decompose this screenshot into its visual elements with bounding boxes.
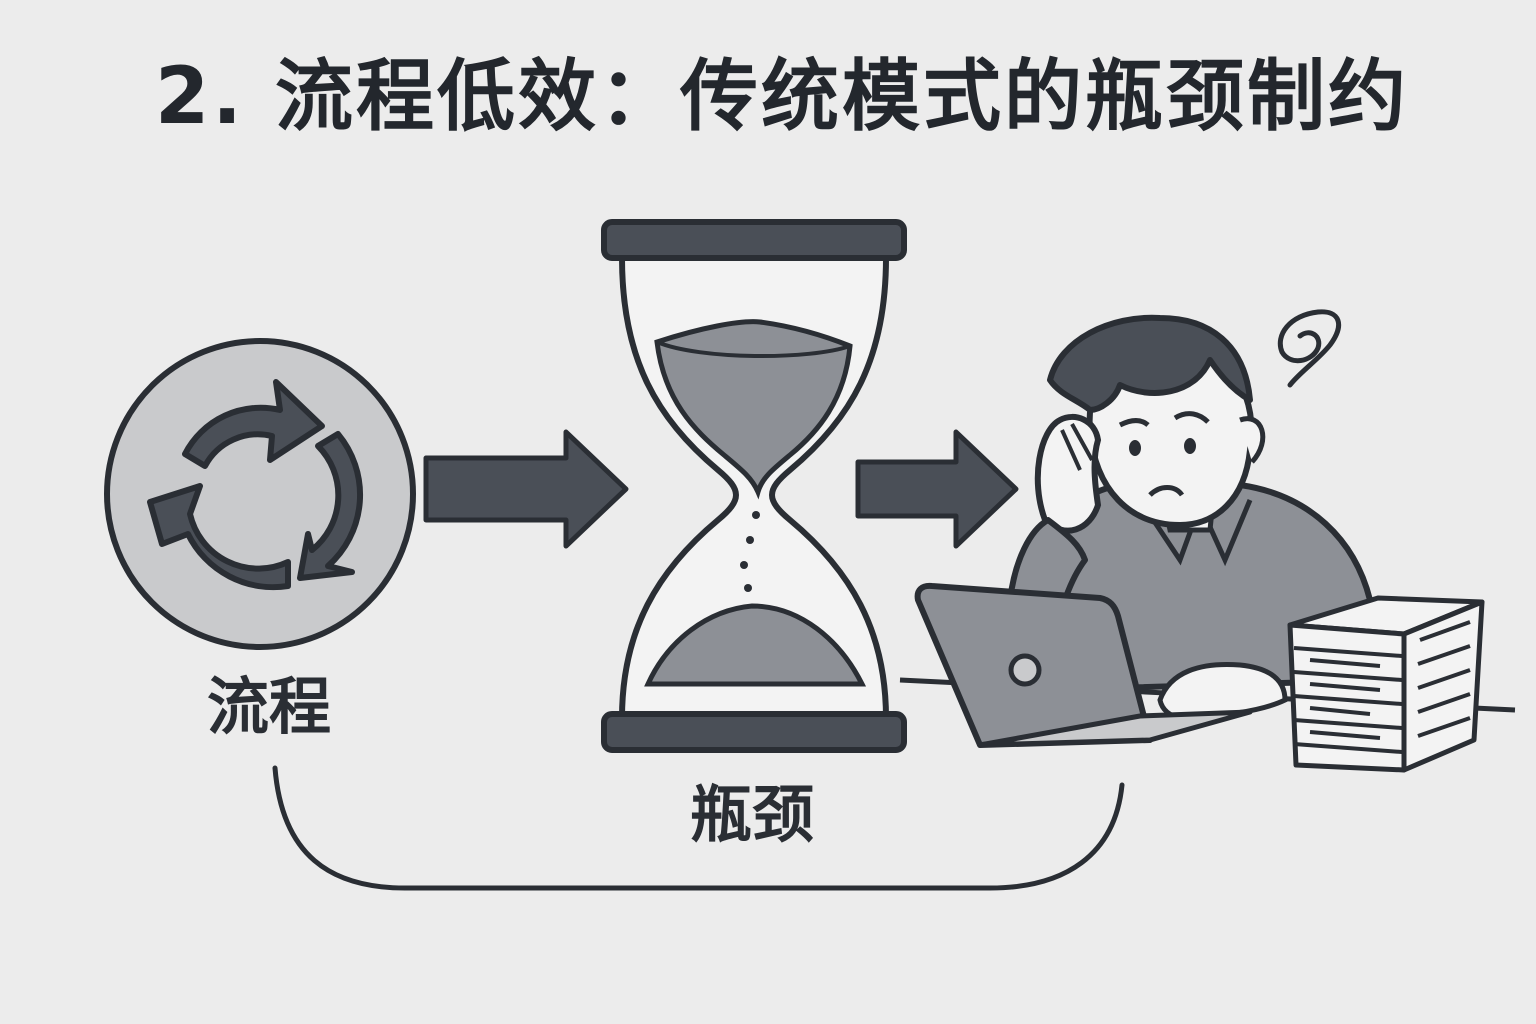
process-label: 流程 — [207, 670, 332, 743]
dizzy-spiral-icon — [1277, 309, 1342, 388]
paper-stack-icon — [1287, 595, 1485, 773]
laptop-icon — [914, 582, 1253, 748]
cycle-arrows-icon — [104, 338, 416, 650]
bracket-curve — [272, 765, 1125, 891]
page-title: 2. 流程低效：传统模式的瓶颈制约 — [155, 52, 1410, 142]
hourglass-icon — [601, 219, 907, 753]
arrow-right-icon — [423, 429, 629, 549]
bottleneck-label: 瓶颈 — [690, 778, 815, 851]
arrow-right-icon — [855, 429, 1019, 549]
